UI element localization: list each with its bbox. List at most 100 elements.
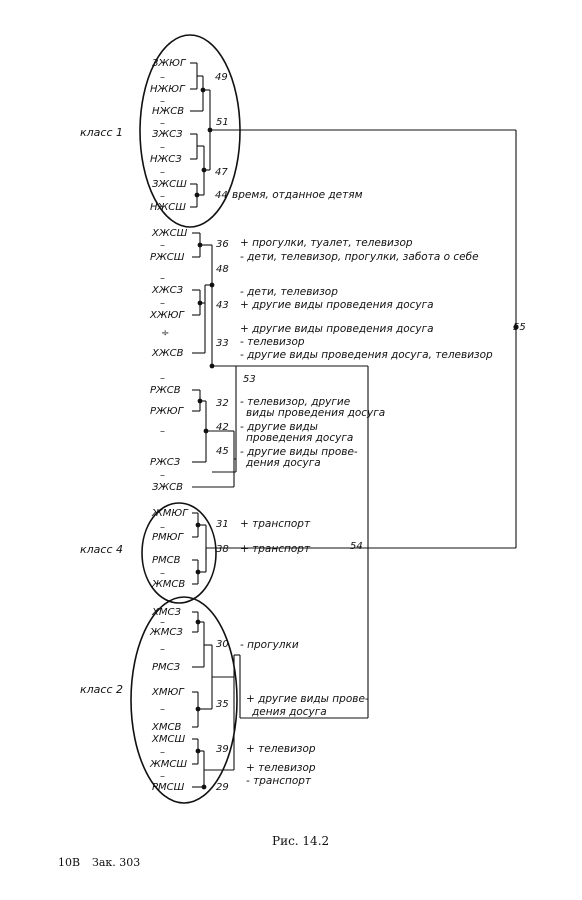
dash-separator: – xyxy=(160,167,165,178)
node-number: 44 xyxy=(215,190,228,201)
class-1-oval xyxy=(139,34,241,228)
leaf-label: НЖСШ xyxy=(150,202,186,213)
leaf-label: НЖСЗ xyxy=(150,154,182,165)
node-number: 39 xyxy=(216,744,229,755)
leaf-label: ЗЖЮГ xyxy=(152,58,187,69)
dash-separator: – xyxy=(160,373,165,384)
class-2-label: класс 2 xyxy=(80,683,123,696)
leaf-label: ХЖСВ xyxy=(151,348,184,359)
node-dot xyxy=(194,192,200,198)
node-number: 49 xyxy=(215,72,228,83)
dash-separator: – xyxy=(160,747,165,758)
leaf-label: РМСШ xyxy=(152,782,185,793)
leaf-label: РЖСШ xyxy=(150,252,185,263)
class-1-label: класс 1 xyxy=(80,126,123,139)
node-number: 53 xyxy=(243,374,256,385)
annotation: + телевизор xyxy=(246,762,316,774)
node-number: 55 xyxy=(513,322,526,333)
node-number: 29 xyxy=(216,782,229,793)
dash-separator: – xyxy=(160,273,165,284)
leaf-label: НЖСВ xyxy=(152,106,184,117)
annotation: - дети, телевизор xyxy=(240,286,338,298)
dash-separator: – xyxy=(160,142,165,153)
annotation: + прогулки, туалет, телевизор xyxy=(240,237,413,249)
annotation: дения досуга xyxy=(245,457,321,469)
leaf-label: ЖМСШ xyxy=(149,759,187,770)
node-dot xyxy=(513,324,519,330)
node-number: 38 xyxy=(216,544,229,555)
leaf-label: ЖМЮГ xyxy=(151,508,189,519)
dash-separator: – xyxy=(160,191,165,202)
annotation: + транспорт xyxy=(240,543,311,555)
node-dot xyxy=(197,300,203,306)
footer-order-number: Зак. 303 xyxy=(92,856,140,869)
node-number: 35 xyxy=(216,699,229,710)
annotation: - телевизор, другие xyxy=(240,396,350,408)
node-dot xyxy=(195,522,201,528)
leaf-label: ХМСВ xyxy=(151,722,181,733)
node-dot xyxy=(195,748,201,754)
dash-separator: – xyxy=(160,298,165,309)
node-number: 30 xyxy=(216,639,229,650)
dash-separator: – xyxy=(160,240,165,251)
dash-separator: – xyxy=(160,568,165,579)
node-dot xyxy=(203,428,209,434)
annotation: + другие виды проведения досуга xyxy=(240,299,434,311)
node-dot xyxy=(207,127,213,133)
annotation: + телевизор xyxy=(246,743,316,755)
leaf-label: ХМСШ xyxy=(151,734,185,745)
dash-separator: – xyxy=(160,96,165,107)
node-number: 48 xyxy=(216,264,229,275)
annotation: + другие виды прове- xyxy=(246,693,369,705)
leaf-label: ЗЖСЗ xyxy=(152,129,183,140)
node-dot xyxy=(195,569,201,575)
leaf-label: РЖЮГ xyxy=(150,406,185,417)
figure-caption: Рис. 14.2 xyxy=(272,834,329,848)
leaf-label: РМЮГ xyxy=(152,532,184,543)
annotation: виды проведения досуга xyxy=(246,407,385,419)
node-number: 31 xyxy=(216,519,229,530)
annotation: время, отданное детям xyxy=(232,189,363,201)
annotation: - дети, телевизор, прогулки, забота о се… xyxy=(240,251,479,263)
annotation: - другие виды проведения досуга, телевиз… xyxy=(240,349,493,361)
dash-separator: – xyxy=(160,644,165,655)
node-number: 47 xyxy=(215,167,228,178)
leaf-label: ХЖЮГ xyxy=(149,310,185,321)
dash-separator: ÷ xyxy=(161,328,169,339)
node-number: 33 xyxy=(216,338,229,349)
node-number: 45 xyxy=(216,446,229,457)
class-4-label: класс 4 xyxy=(80,543,123,556)
leaf-label: ХМЮГ xyxy=(151,687,185,698)
annotation: - другие виды xyxy=(240,421,318,433)
leaf-label: ЖМСЗ xyxy=(149,627,183,638)
dash-separator: – xyxy=(160,617,165,628)
leaf-label: НЖЮГ xyxy=(150,84,186,95)
annotation: дения досуга xyxy=(251,706,327,718)
leaf-label: ЗЖСШ xyxy=(152,179,187,190)
node-dot xyxy=(197,242,203,248)
node-number: 42 xyxy=(216,422,229,433)
node-number: 51 xyxy=(216,117,229,128)
leaf-label: ХЖСЗ xyxy=(151,285,184,296)
annotation: проведения досуга xyxy=(246,432,353,444)
dash-separator: – xyxy=(160,470,165,481)
annotation: - прогулки xyxy=(240,639,299,651)
leaf-label: ХЖСШ xyxy=(151,228,188,239)
node-number: 54 xyxy=(350,541,363,552)
leaf-label: РМСВ xyxy=(152,555,181,566)
annotation: + другие виды проведения досуга xyxy=(240,323,434,335)
node-number: 36 xyxy=(216,239,229,250)
class-1-tree xyxy=(190,62,516,208)
leaf-label: ХМСЗ xyxy=(151,607,181,618)
node-dot xyxy=(201,784,207,790)
dash-separator: – xyxy=(160,771,165,782)
leaf-label: ЗЖСВ xyxy=(152,482,183,493)
dash-separator: – xyxy=(160,426,165,437)
dash-separator: – xyxy=(160,72,165,83)
leaf-label: РЖСЗ xyxy=(150,457,181,468)
dash-separator: – xyxy=(160,522,165,533)
node-dot xyxy=(195,619,201,625)
class-2-tree xyxy=(192,366,369,788)
